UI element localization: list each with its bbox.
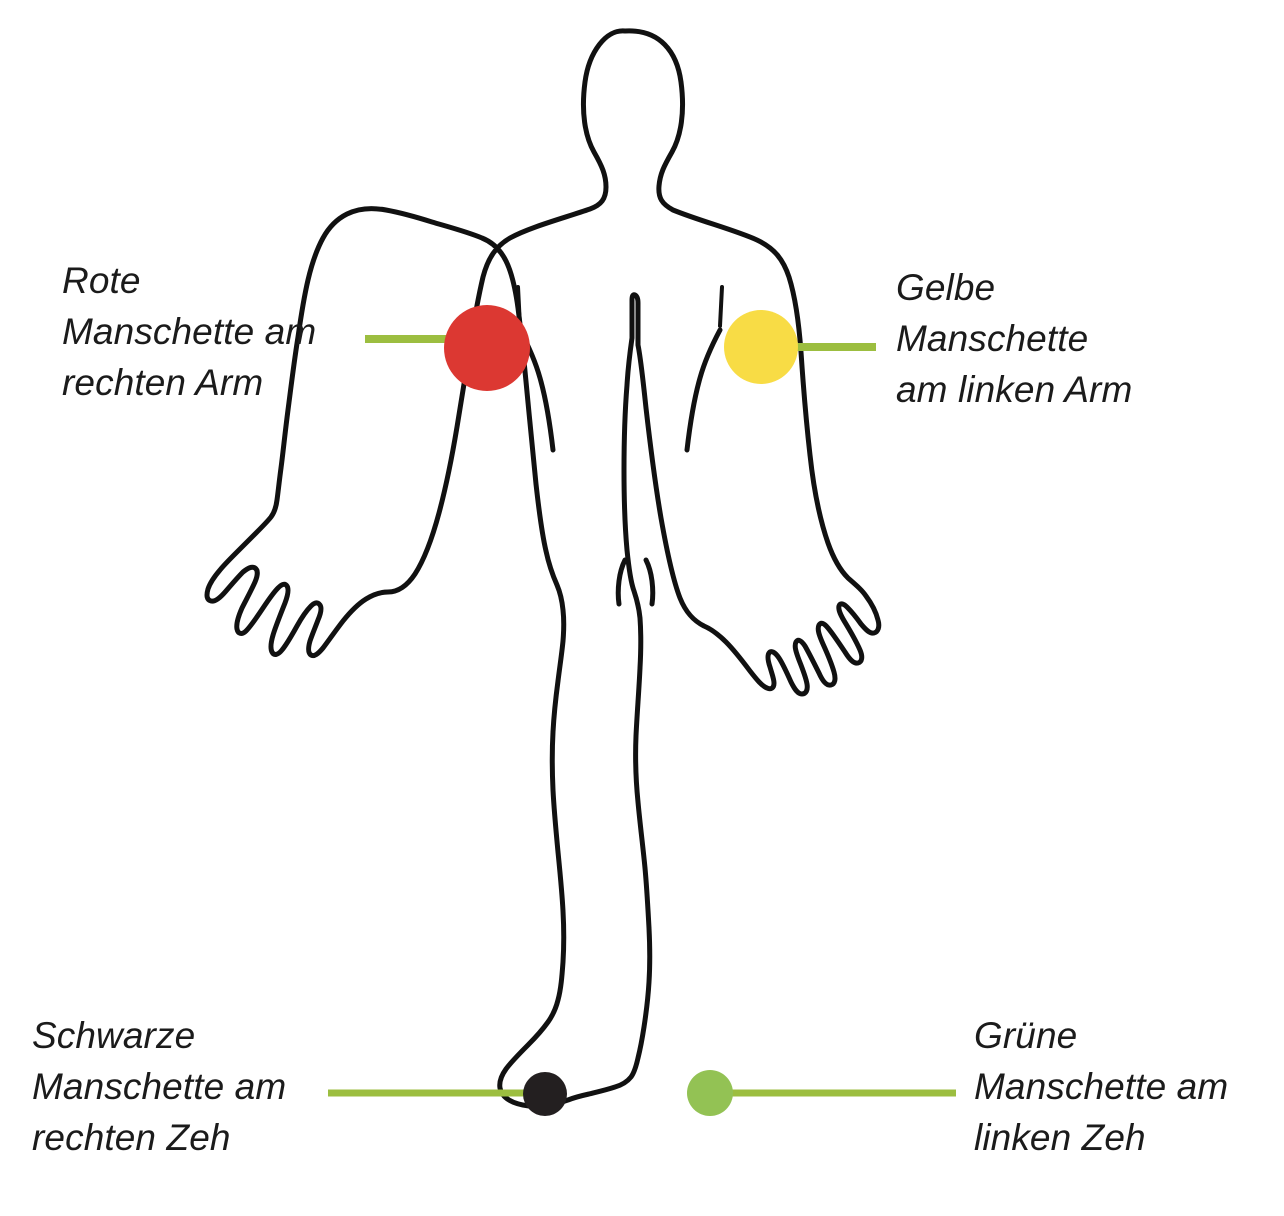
armpit-line-right	[516, 285, 522, 328]
cuff-marker-yellow	[724, 310, 798, 384]
callout-label-yellow-left-arm: Gelbe Manschette am linken Arm	[896, 267, 1133, 410]
body-outline	[204, 28, 882, 1110]
cuff-marker-green	[687, 1070, 733, 1116]
armpit-line-left	[718, 285, 724, 328]
connector-lines	[328, 335, 956, 1097]
callout-label-red-right-arm: Rote Manschette am rechten Arm	[62, 260, 317, 403]
body-silhouette-path	[204, 28, 882, 1110]
crotch-notch	[615, 557, 628, 607]
cuff-marker-black	[523, 1072, 567, 1116]
cuff-marker-red	[444, 305, 530, 391]
callout-label-green-left-toe: Grüne Manschette am linken Zeh	[974, 1015, 1229, 1158]
callout-label-black-right-toe: Schwarze Manschette am rechten Zeh	[32, 1015, 287, 1158]
cuff-markers	[444, 305, 798, 1116]
hip-line-left	[684, 327, 723, 453]
crotch-notch-2	[643, 557, 656, 607]
crotch-inner-line	[630, 292, 640, 305]
